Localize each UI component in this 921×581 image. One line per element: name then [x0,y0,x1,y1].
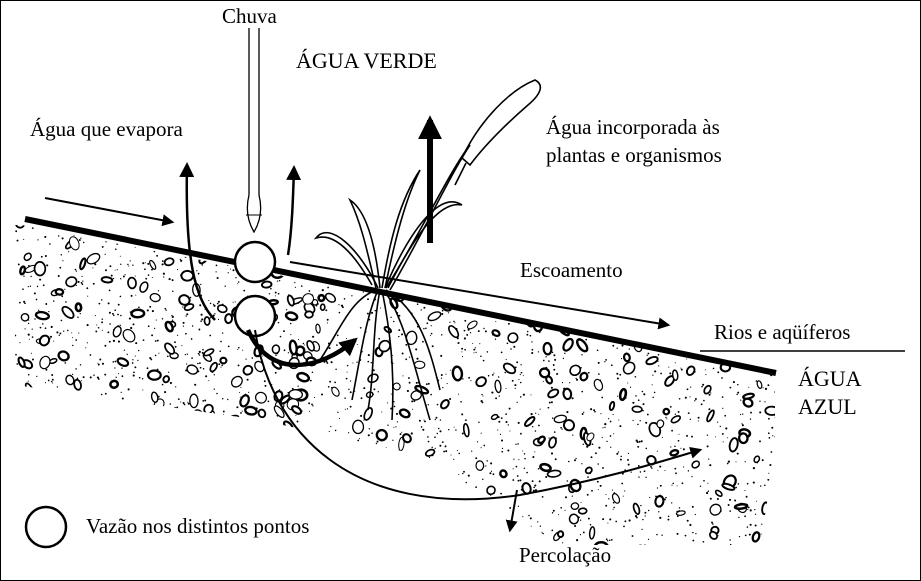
evaporation-arrow-right [288,168,294,255]
percolation-label: Percolação [519,545,611,566]
incorporated-water-label-1: Água incorporada às [546,117,720,138]
rain-column [246,28,262,232]
rivers-aquifers-label: Rios e aqüíferos [714,322,850,343]
incorporated-water-label-2: plantas e organismos [546,145,722,166]
flow-circle-surface [235,242,275,282]
soil-texture [9,214,784,556]
runoff-label: Escoamento [520,260,623,281]
legend-label: Vazão nos distintos pontos [86,516,309,537]
green-water-label: ÁGUA VERDE [296,50,437,72]
ground-surface-line [25,219,776,373]
rain-label: Chuva [222,6,277,27]
evaporation-arrow-left [187,165,215,320]
inflow-arrow [45,198,172,222]
blue-water-label-1: ÁGUA [798,368,862,390]
blue-water-label-2: AZUL [798,396,857,418]
legend-circle-icon [26,507,66,547]
evaporation-label: Água que evapora [30,119,183,140]
percolation-arc [255,330,700,499]
